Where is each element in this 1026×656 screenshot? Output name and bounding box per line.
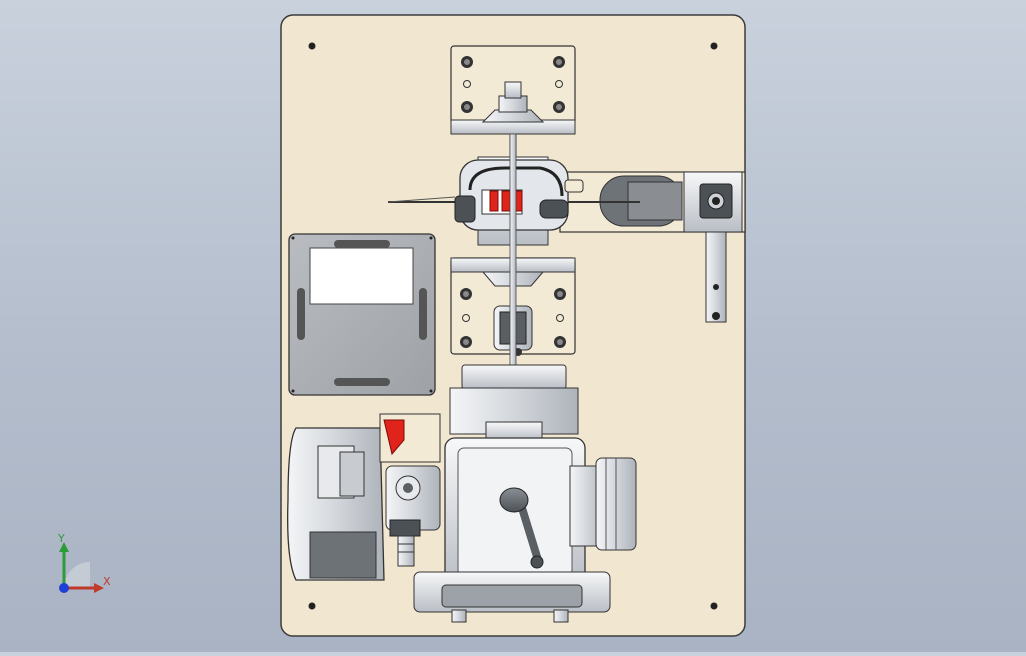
lever-pendulum-link[interactable] — [705, 231, 727, 323]
engine-top-mount[interactable] — [449, 364, 579, 441]
triad-y-label: Y — [57, 532, 65, 545]
engine-base[interactable] — [413, 571, 611, 623]
top-bearing-mount[interactable] — [450, 45, 576, 159]
control-panel[interactable] — [288, 233, 436, 396]
engine-block[interactable] — [444, 437, 586, 589]
axis-triad: Y X — [57, 532, 111, 593]
recoil-starter-housing[interactable] — [287, 427, 385, 581]
triad-x-label: X — [103, 575, 111, 588]
lever-arm[interactable] — [559, 171, 746, 233]
vertical-shaft — [509, 133, 517, 375]
engine-exhaust[interactable] — [569, 457, 637, 551]
plate-mounting-holes — [308, 42, 718, 610]
carburetor[interactable] — [379, 413, 441, 567]
